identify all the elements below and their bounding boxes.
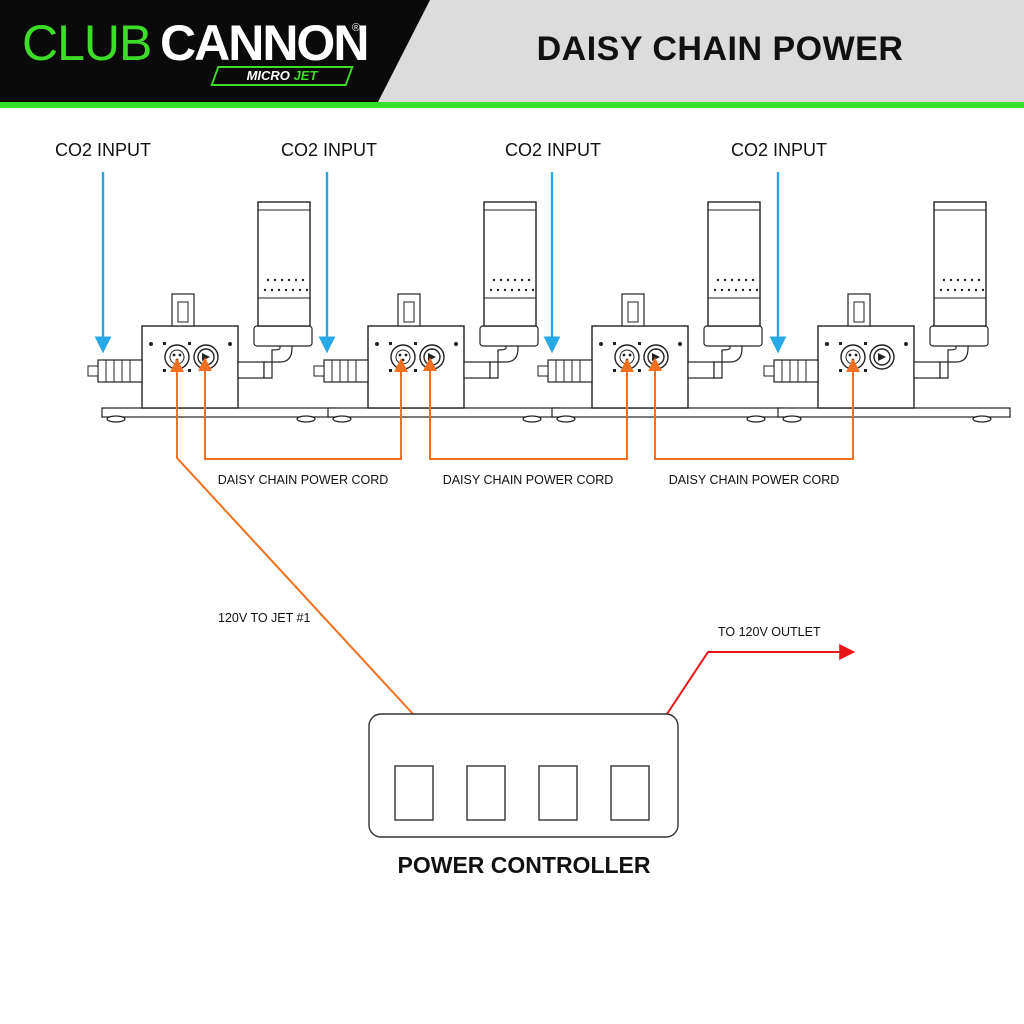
- daisy-chain-diagram: CO2 INPUT CO2 INPUT CO2 INPUT CO2 INPUT …: [55, 140, 1011, 878]
- logo-jet-text: JET: [293, 68, 318, 83]
- controller-switch-2: [466, 765, 506, 821]
- daisy-chain-cord-2: [423, 357, 634, 460]
- logo-club-text: CLUB: [22, 15, 152, 71]
- header-banner: CLUB CANNON ® MICRO JET DAISY CHAIN POWE…: [0, 0, 1024, 108]
- daisy-chain-cord-1: [198, 357, 408, 460]
- logo-registered-mark: ®: [352, 22, 361, 34]
- co2-label: CO2 INPUT: [505, 140, 601, 160]
- controller-switch-3: [538, 765, 578, 821]
- jet1-power-cord: [170, 358, 414, 715]
- micro-jet-unit-2: [313, 201, 561, 423]
- daisy-chain-cord-3: [648, 357, 860, 460]
- page-title: DAISY CHAIN POWER: [536, 30, 904, 68]
- header-green-rule: [0, 102, 1024, 108]
- daisy-chain-label: DAISY CHAIN POWER CORD: [443, 473, 614, 487]
- logo-micro-jet-badge: MICRO JET: [210, 66, 354, 86]
- outlet-label: TO 120V OUTLET: [718, 625, 821, 639]
- co2-label: CO2 INPUT: [281, 140, 377, 160]
- daisy-chain-label: DAISY CHAIN POWER CORD: [218, 473, 389, 487]
- header-black-panel: [0, 0, 430, 102]
- power-controller-box: [368, 713, 679, 838]
- controller-switch-1: [394, 765, 434, 821]
- micro-jet-unit-1: [87, 201, 335, 423]
- micro-jet-unit-3: [537, 201, 785, 423]
- club-cannon-logo: CLUB CANNON ® MICRO JET: [22, 16, 382, 96]
- logo-cannon-text: CANNON: [160, 15, 369, 71]
- micro-jet-unit-4: [763, 201, 1011, 423]
- co2-label: CO2 INPUT: [55, 140, 151, 160]
- jet1-cord-label: 120V TO JET #1: [218, 611, 310, 625]
- controller-switch-4: [610, 765, 650, 821]
- power-controller-label: POWER CONTROLLER: [398, 852, 651, 878]
- daisy-chain-label: DAISY CHAIN POWER CORD: [669, 473, 840, 487]
- outlet-cord: [666, 644, 856, 715]
- co2-label: CO2 INPUT: [731, 140, 827, 160]
- logo-micro-text: MICRO: [246, 68, 290, 83]
